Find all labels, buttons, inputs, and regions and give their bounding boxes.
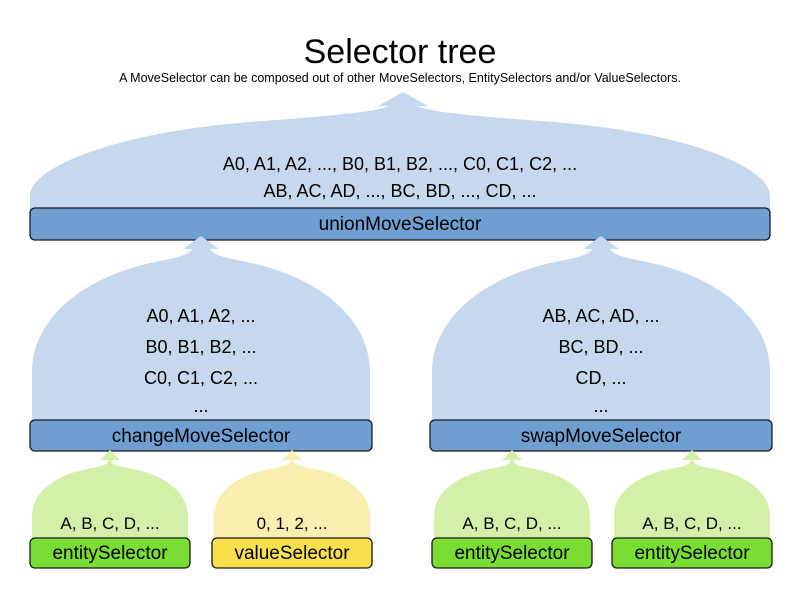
node-change-line-1: B0, B1, B2, ... <box>145 337 256 357</box>
node-swap-entity-left-label: entitySelector <box>454 543 570 564</box>
node-union-label-bar[interactable] <box>29 207 771 241</box>
node-swap-entity-right-selector[interactable]: A, B, C, D, ... entitySelector <box>611 450 773 569</box>
node-change-entity-selector[interactable]: A, B, C, D, ... entitySelector <box>29 450 191 569</box>
node-swap-line-2: CD, ... <box>575 368 626 388</box>
node-swap-line-0: AB, AC, AD, ... <box>542 306 659 326</box>
node-swap-label-bar[interactable] <box>429 419 773 452</box>
node-change-label: changeMoveSelector <box>112 426 291 447</box>
node-swap-entity-left-balloon <box>434 450 590 540</box>
node-change-value-label: valueSelector <box>234 543 350 564</box>
node-swap-entity-left-line-0: A, B, C, D, ... <box>462 514 561 533</box>
node-change-line-2: C0, C1, C2, ... <box>144 368 258 388</box>
node-change-label-bar[interactable] <box>29 419 373 452</box>
node-change-balloon <box>32 236 370 422</box>
page-title: Selector tree <box>304 33 497 71</box>
node-change-entity-line-0: A, B, C, D, ... <box>60 514 159 533</box>
node-swap-entity-right-line-0: A, B, C, D, ... <box>642 514 741 533</box>
node-change-entity-label-bar[interactable] <box>29 537 191 569</box>
node-union-balloon <box>30 92 770 210</box>
node-change-value-label-bar[interactable] <box>211 537 373 569</box>
node-swap-entity-left-selector[interactable]: A, B, C, D, ... entitySelector <box>431 450 593 569</box>
node-change-entity-label: entitySelector <box>52 543 168 564</box>
node-swap-entity-right-label: entitySelector <box>634 543 750 564</box>
node-swap-line-3: ... <box>593 396 608 416</box>
node-swap-move-selector[interactable]: AB, AC, AD, ... BC, BD, ... CD, ... ... … <box>429 236 773 452</box>
page-subtitle: A MoveSelector can be composed out of ot… <box>119 71 681 85</box>
node-swap-entity-right-balloon <box>614 450 770 540</box>
node-change-move-selector[interactable]: A0, A1, A2, ... B0, B1, B2, ... C0, C1, … <box>29 236 373 452</box>
node-union-line-1: AB, AC, AD, ..., BC, BD, ..., CD, ... <box>263 181 536 201</box>
node-change-value-balloon <box>214 450 370 540</box>
node-swap-line-1: BC, BD, ... <box>558 337 643 357</box>
node-change-line-3: ... <box>193 396 208 416</box>
node-change-line-0: A0, A1, A2, ... <box>146 306 255 326</box>
node-change-value-line-0: 0, 1, 2, ... <box>257 514 328 533</box>
node-union-line-0: A0, A1, A2, ..., B0, B1, B2, ..., C0, C1… <box>223 154 577 174</box>
node-union-label: unionMoveSelector <box>319 214 482 235</box>
node-change-value-selector[interactable]: 0, 1, 2, ... valueSelector <box>211 450 373 569</box>
node-swap-entity-left-label-bar[interactable] <box>431 537 593 569</box>
node-swap-balloon <box>432 236 770 422</box>
node-union-move-selector[interactable]: A0, A1, A2, ..., B0, B1, B2, ..., C0, C1… <box>29 92 771 241</box>
node-swap-entity-right-label-bar[interactable] <box>611 537 773 569</box>
node-swap-label: swapMoveSelector <box>521 426 682 447</box>
node-change-entity-balloon <box>32 450 188 540</box>
